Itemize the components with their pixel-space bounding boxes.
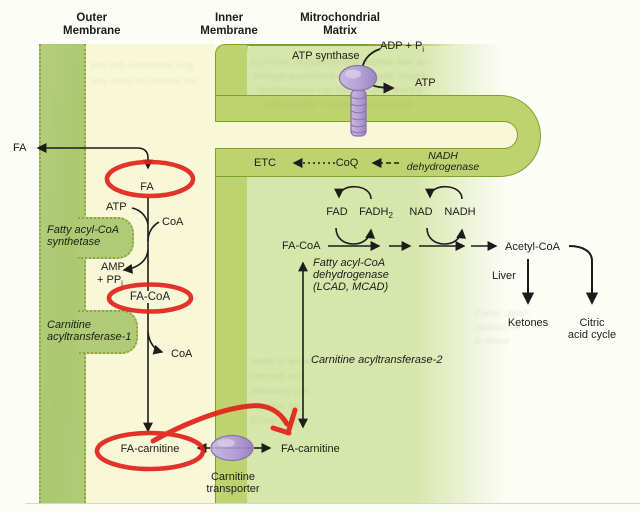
figure-bottom-edge [25,503,640,504]
matrix-upper-edge [247,44,457,46]
ppi-label: + PPi [97,274,123,289]
bleed-text-artifact: carnitine into [250,401,304,412]
outer-membrane-band [39,44,86,503]
matrix-region-lower [247,177,527,503]
fa-carnitine-right-label: FA-carnitine [281,443,340,455]
fa-carnitine-left-label: FA-carnitine [118,443,182,455]
bleed-text-artifact: Camp, death [475,308,530,319]
coa-in-label: CoA [162,216,184,228]
nad-label: NAD [409,206,433,218]
carnitine-acyltransferase-2-label: Carnitine acyltransferase-2 [311,354,443,366]
fa-coa-matrix-label: FA-CoA [282,240,321,252]
bleed-text-artifact: SCAD defic [250,416,300,427]
fa-coa-label: FA-CoA [127,291,173,303]
bleed-text-artifact: deficiency per [250,386,309,397]
liver-label: Liver [492,270,516,282]
bleed-text-artifact: hypoglycemia can become prominent and [257,85,422,96]
bleed-text-artifact: intervals and [250,371,304,382]
bleed-text-artifact: in blood [475,336,509,347]
citric-cycle-arrow [568,245,599,305]
bleed-text-artifact: mitochondria. Decreased acylcarnitines [262,99,412,110]
fatty-acyl-coa-dehydrogenase-label: Fatty acyl-CoA dehydrogenase (LCAD, MCAD… [313,257,389,293]
etc-label: ETC [254,157,276,169]
adp-pi-label: ADP + Pi [380,40,425,55]
fa-label: FA [138,181,156,193]
intermembrane-crista-lumen [215,121,518,149]
fad-label: FAD [326,206,348,218]
amp-label: AMP [101,261,125,273]
ketones-label: Ketones [507,317,549,329]
bleed-text-artifact: routines of [475,322,520,333]
atp-synthase-label: ATP synthase [292,50,360,62]
fadh2-label: FADH2 [359,206,393,221]
atp-substrate-label: ATP [106,201,127,213]
bleed-text-artifact: fatty acids to carnitine the [90,76,198,87]
nadh-label: NADH [444,206,476,218]
bleed-text-artifact: Acyl-CoA Dehydrogenase another liver and [250,57,430,68]
bleed-text-artifact: and with membrane long [90,60,195,71]
atp-product-label: ATP [415,77,436,89]
bleed-text-artifact: strongly associated with a hepatic disor… [253,71,428,82]
coq-label: CoQ [335,157,359,169]
bleed-text-artifact: needs to avoid [250,356,312,367]
coa-out-label: CoA [171,348,193,360]
acetyl-coa-label: Acetyl-CoA [505,241,561,253]
fa-outside-label: FA [13,142,27,154]
